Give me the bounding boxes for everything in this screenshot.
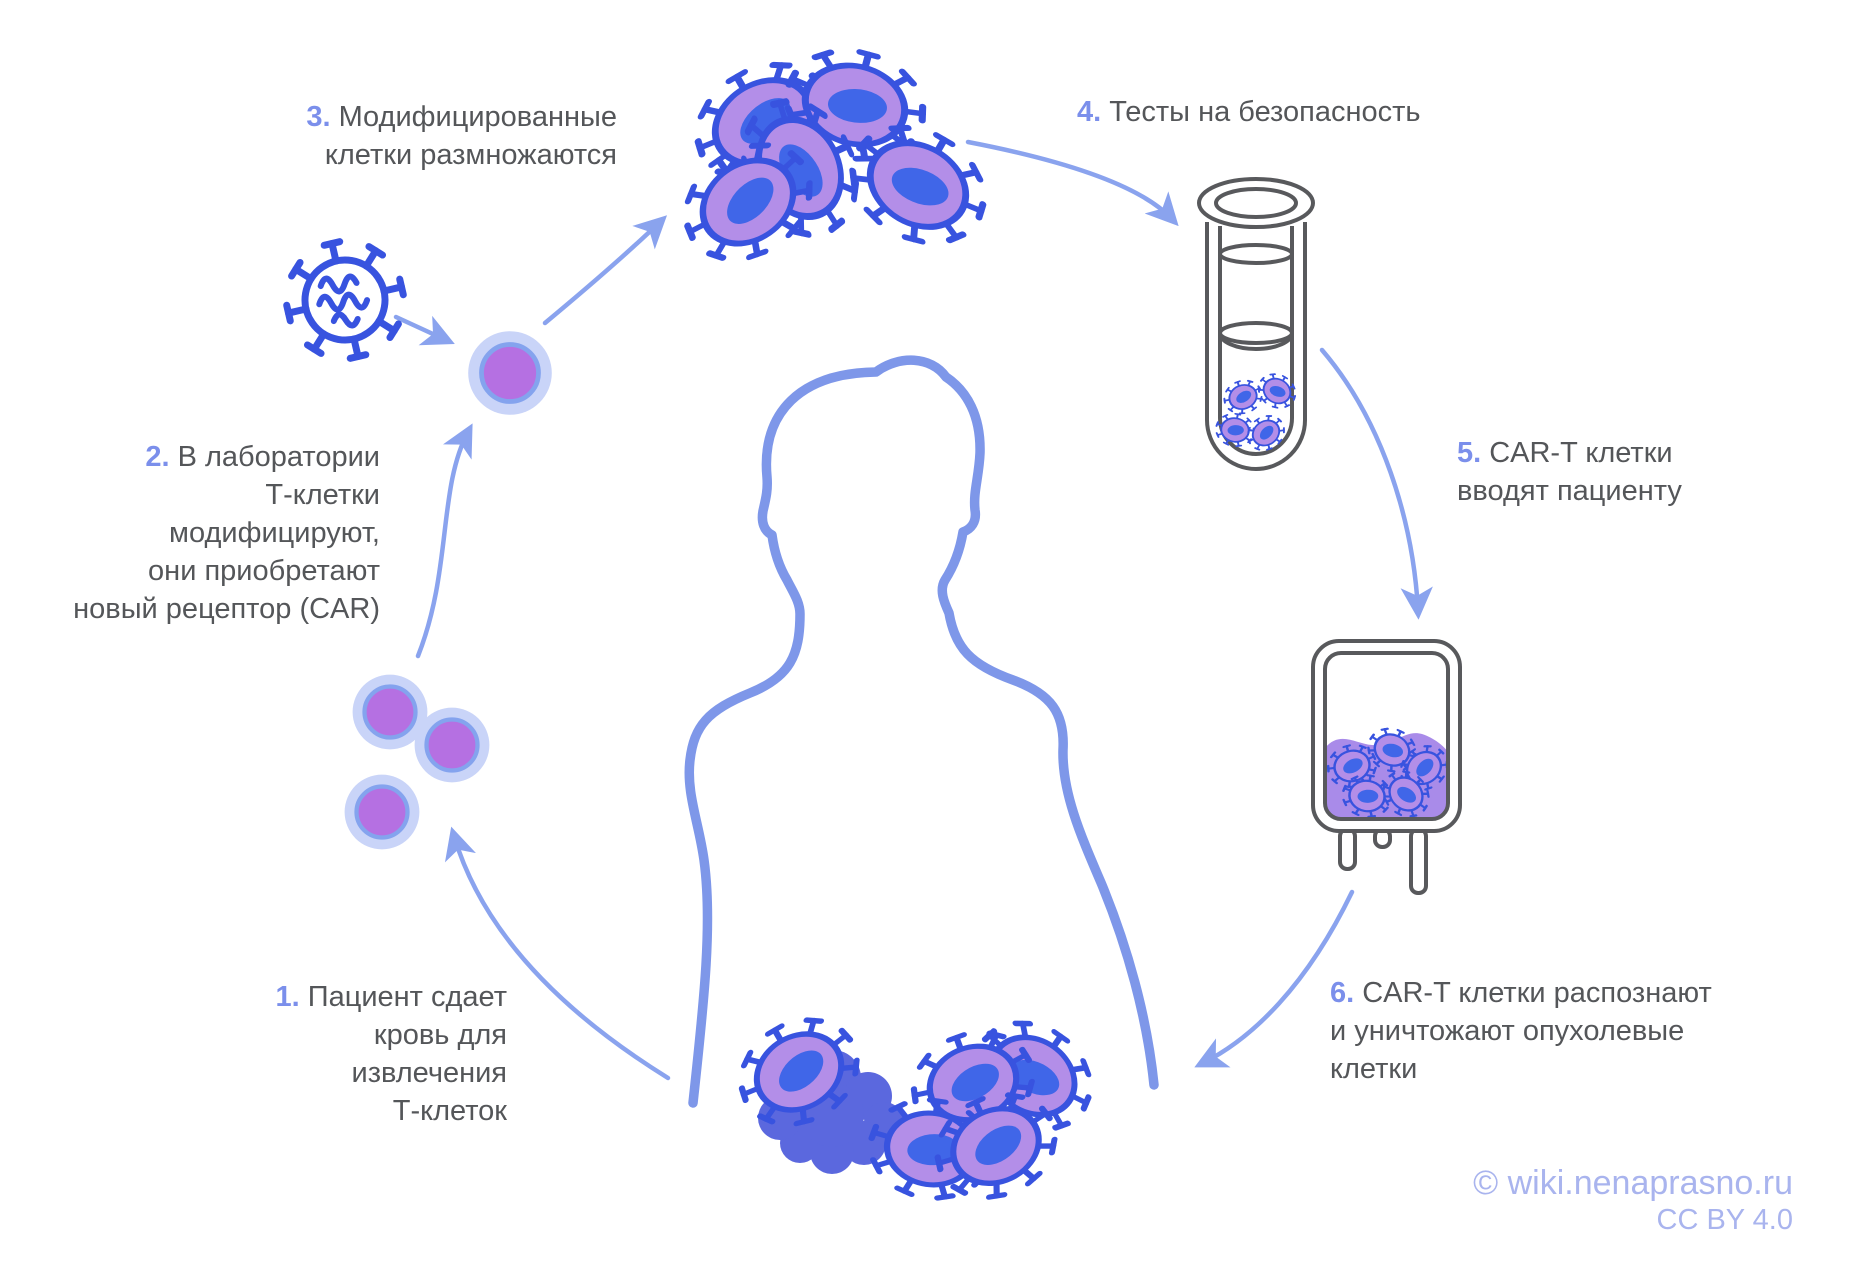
step-3-text: клетки размножаются bbox=[324, 139, 617, 171]
step-1-text: извлечения bbox=[351, 1057, 507, 1089]
step-1-text: кровь для bbox=[373, 1019, 507, 1051]
step-1-caption: 1.Пациент сдает кровь для извлечения Т-к… bbox=[147, 978, 507, 1130]
step-6-text: и уничтожают опухолевые bbox=[1330, 1015, 1685, 1047]
watermark: © wiki.nenaprasno.ru CC BY 4.0 bbox=[1290, 1163, 1793, 1237]
step-4-caption: 4.Тесты на безопасность bbox=[1077, 93, 1597, 131]
step-2-text: В лаборатории bbox=[177, 441, 380, 473]
step-2-text: модифицируют, bbox=[169, 517, 380, 549]
step-3-text: Модифицированные bbox=[338, 101, 617, 133]
watermark-license: CC BY 4.0 bbox=[1656, 1204, 1793, 1236]
flow-arrow-2 bbox=[415, 423, 473, 659]
step-1-text: Т-клеток bbox=[392, 1095, 507, 1127]
flow-arrow-1 bbox=[444, 826, 671, 1081]
step-6-text: клетки bbox=[1330, 1053, 1418, 1085]
step-2-number: 2. bbox=[145, 441, 170, 473]
step-4-text: Тесты на безопасность bbox=[1109, 96, 1421, 128]
step-1-text: Пациент сдает bbox=[307, 981, 507, 1013]
step-3-caption: 3.Модифицированные клетки размножаются bbox=[257, 98, 617, 174]
watermark-source: © wiki.nenaprasno.ru bbox=[1473, 1164, 1793, 1202]
flow-arrows bbox=[393, 139, 1433, 1081]
modified-t-cell-cluster-icon bbox=[664, 37, 1003, 282]
patient-silhouette-icon bbox=[684, 355, 1159, 1108]
step-4-number: 4. bbox=[1077, 96, 1102, 128]
step-1-number: 1. bbox=[275, 981, 300, 1013]
step-6-text: CAR-T клетки распознают bbox=[1362, 977, 1712, 1009]
flow-arrow-6 bbox=[1194, 889, 1355, 1068]
iv-bag-icon bbox=[1311, 639, 1462, 895]
flow-arrow-4 bbox=[965, 139, 1179, 227]
step-2-text: Т-клетки bbox=[265, 479, 380, 511]
step-2-text: новый рецептор (CAR) bbox=[73, 593, 380, 625]
step-5-text: вводят пациенту bbox=[1457, 475, 1682, 507]
virus-icon bbox=[279, 234, 411, 366]
step-6-caption: 6.CAR-T клетки распознают и уничтожают о… bbox=[1330, 974, 1800, 1088]
test-tube-icon bbox=[1197, 177, 1315, 471]
flow-arrow-3 bbox=[542, 215, 668, 326]
step-5-number: 5. bbox=[1457, 437, 1482, 469]
t-cell-group-icon bbox=[345, 675, 490, 850]
tube-cells bbox=[1214, 368, 1302, 457]
step-2-text: они приобретают bbox=[148, 555, 380, 587]
step-5-text: CAR-T клетки bbox=[1489, 437, 1673, 469]
step-5-caption: 5.CAR-T клетки вводят пациенту bbox=[1457, 434, 1797, 510]
flow-arrow-virus bbox=[393, 314, 455, 346]
step-2-caption: 2.В лаборатории Т-клетки модифицируют, о… bbox=[20, 438, 380, 628]
car-t-attack-cluster-icon bbox=[723, 1000, 1111, 1215]
t-cell-icon bbox=[468, 331, 552, 415]
flow-arrow-5 bbox=[1319, 347, 1433, 620]
step-6-number: 6. bbox=[1330, 977, 1355, 1009]
step-3-number: 3. bbox=[306, 101, 331, 133]
